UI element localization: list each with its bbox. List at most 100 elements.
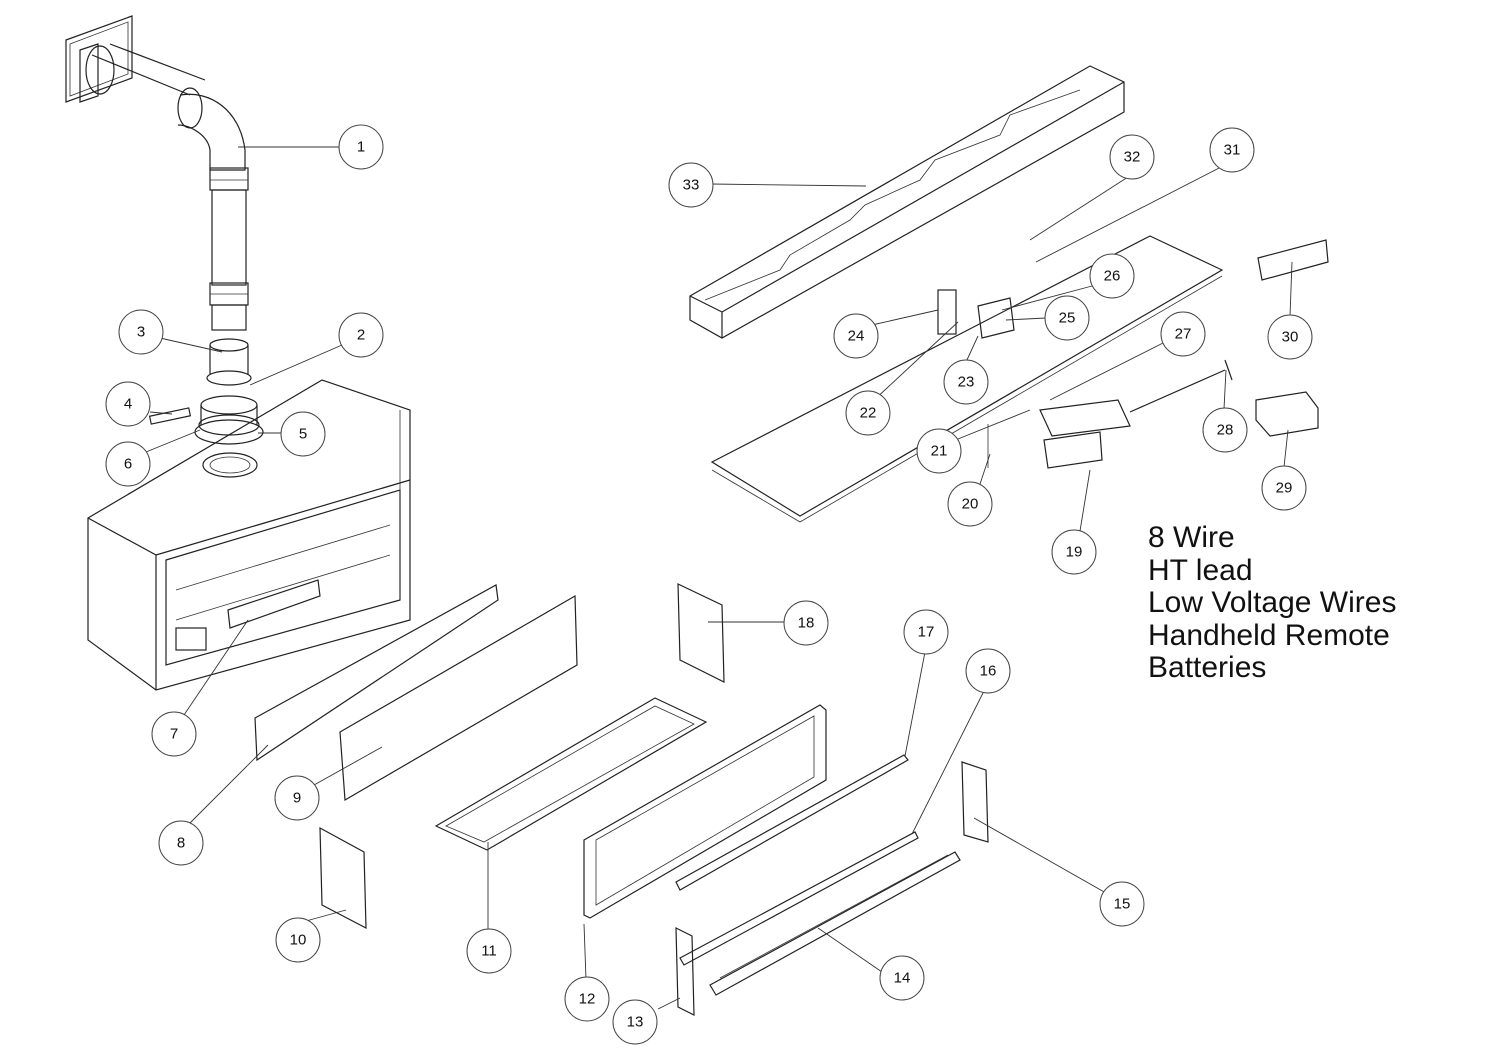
callout-number: 19 xyxy=(1066,544,1083,561)
callout-circle xyxy=(105,381,151,427)
trim-pieces xyxy=(675,583,989,1016)
callout-circle xyxy=(1089,253,1135,299)
callout-number: 18 xyxy=(798,615,815,632)
callout-10: 10 xyxy=(275,917,321,963)
callout-31: 31 xyxy=(1209,127,1255,173)
part-callouts: 1234567891011121314151617181920212223242… xyxy=(105,124,1313,1045)
callout-29: 29 xyxy=(1261,465,1307,511)
callout-number: 25 xyxy=(1059,310,1076,327)
callout-2: 2 xyxy=(338,312,384,358)
callout-circle xyxy=(1044,295,1090,341)
callout-circle xyxy=(916,428,962,474)
callout-9: 9 xyxy=(274,775,320,821)
callout-number: 3 xyxy=(137,324,145,341)
callout-number: 13 xyxy=(627,1014,644,1031)
callout-25: 25 xyxy=(1044,295,1090,341)
callout-number: 11 xyxy=(481,943,497,960)
callout-14: 14 xyxy=(879,955,925,1001)
callout-circle xyxy=(845,390,891,436)
callout-23: 23 xyxy=(943,359,989,405)
note-item: Low Voltage Wires xyxy=(1148,586,1397,619)
callout-number: 1 xyxy=(357,139,365,156)
callout-19: 19 xyxy=(1051,529,1097,575)
note-item: HT lead xyxy=(1148,553,1253,587)
callout-leaders xyxy=(145,146,1293,1010)
callout-circle xyxy=(1051,529,1097,575)
callout-30: 30 xyxy=(1267,314,1313,360)
callout-16: 16 xyxy=(965,648,1011,694)
callout-number: 5 xyxy=(299,426,307,443)
callout-15: 15 xyxy=(1099,881,1145,927)
callout-circle xyxy=(879,955,925,1001)
callout-circle xyxy=(1099,881,1145,927)
callout-circle xyxy=(1160,311,1206,357)
callout-circle xyxy=(947,481,993,527)
callout-1: 1 xyxy=(338,124,384,170)
callout-4: 4 xyxy=(105,381,151,427)
callout-number: 12 xyxy=(579,991,596,1008)
callout-8: 8 xyxy=(158,820,204,866)
callout-circle xyxy=(668,162,714,208)
flue-adapter-parts xyxy=(148,338,264,478)
callout-number: 22 xyxy=(860,405,877,422)
callout-circle xyxy=(1109,134,1155,180)
callout-number: 21 xyxy=(931,443,948,460)
callout-number: 14 xyxy=(894,970,911,987)
burner-tray-and-frame xyxy=(434,697,827,919)
front-panels xyxy=(254,584,578,930)
callout-number: 6 xyxy=(124,456,132,473)
callout-number: 28 xyxy=(1217,422,1234,439)
callout-number: 2 xyxy=(357,327,365,344)
callout-number: 29 xyxy=(1276,480,1293,497)
callout-24: 24 xyxy=(833,313,879,359)
callout-number: 31 xyxy=(1224,142,1241,159)
included-items-list: 8 Wire HT lead Low Voltage Wires Handhel… xyxy=(1148,521,1397,685)
callout-number: 24 xyxy=(848,328,865,345)
callout-32: 32 xyxy=(1109,134,1155,180)
callout-number: 23 xyxy=(958,374,975,391)
callout-number: 26 xyxy=(1104,268,1121,285)
callout-circle xyxy=(1261,465,1307,511)
callout-5: 5 xyxy=(280,411,326,457)
callout-circle xyxy=(151,711,197,757)
callout-circle xyxy=(274,775,320,821)
note-item: Batteries xyxy=(1148,651,1267,684)
callout-22: 22 xyxy=(845,390,891,436)
callout-number: 17 xyxy=(918,624,935,641)
callout-circle xyxy=(158,820,204,866)
module-29 xyxy=(1255,391,1319,437)
callout-number: 10 xyxy=(290,932,307,949)
callout-circle xyxy=(564,976,610,1022)
callout-3: 3 xyxy=(118,309,164,355)
firebox xyxy=(87,379,411,691)
bracket-30 xyxy=(1257,239,1329,281)
callout-circle xyxy=(118,309,164,355)
callout-26: 26 xyxy=(1089,253,1135,299)
valve-base-plate xyxy=(710,235,1233,523)
callout-number: 15 xyxy=(1114,896,1131,913)
callout-number: 30 xyxy=(1282,329,1299,346)
callout-11: 11 xyxy=(466,928,512,974)
callout-number: 32 xyxy=(1124,149,1141,166)
callout-circle xyxy=(943,359,989,405)
callout-number: 20 xyxy=(962,496,979,513)
callout-number: 9 xyxy=(293,790,301,807)
callout-6: 6 xyxy=(105,441,151,487)
callout-circle xyxy=(833,313,879,359)
top-trough xyxy=(689,65,1125,339)
callout-circle xyxy=(612,999,658,1045)
callout-12: 12 xyxy=(564,976,610,1022)
callout-18: 18 xyxy=(783,600,829,646)
callout-33: 33 xyxy=(668,162,714,208)
callout-circle xyxy=(965,648,1011,694)
callout-number: 16 xyxy=(980,663,997,680)
callout-number: 8 xyxy=(177,835,185,852)
callout-circle xyxy=(338,312,384,358)
callout-13: 13 xyxy=(612,999,658,1045)
callout-circle xyxy=(1202,407,1248,453)
callout-circle xyxy=(105,441,151,487)
callout-circle xyxy=(903,609,949,655)
callout-27: 27 xyxy=(1160,311,1206,357)
callout-number: 4 xyxy=(124,396,132,413)
